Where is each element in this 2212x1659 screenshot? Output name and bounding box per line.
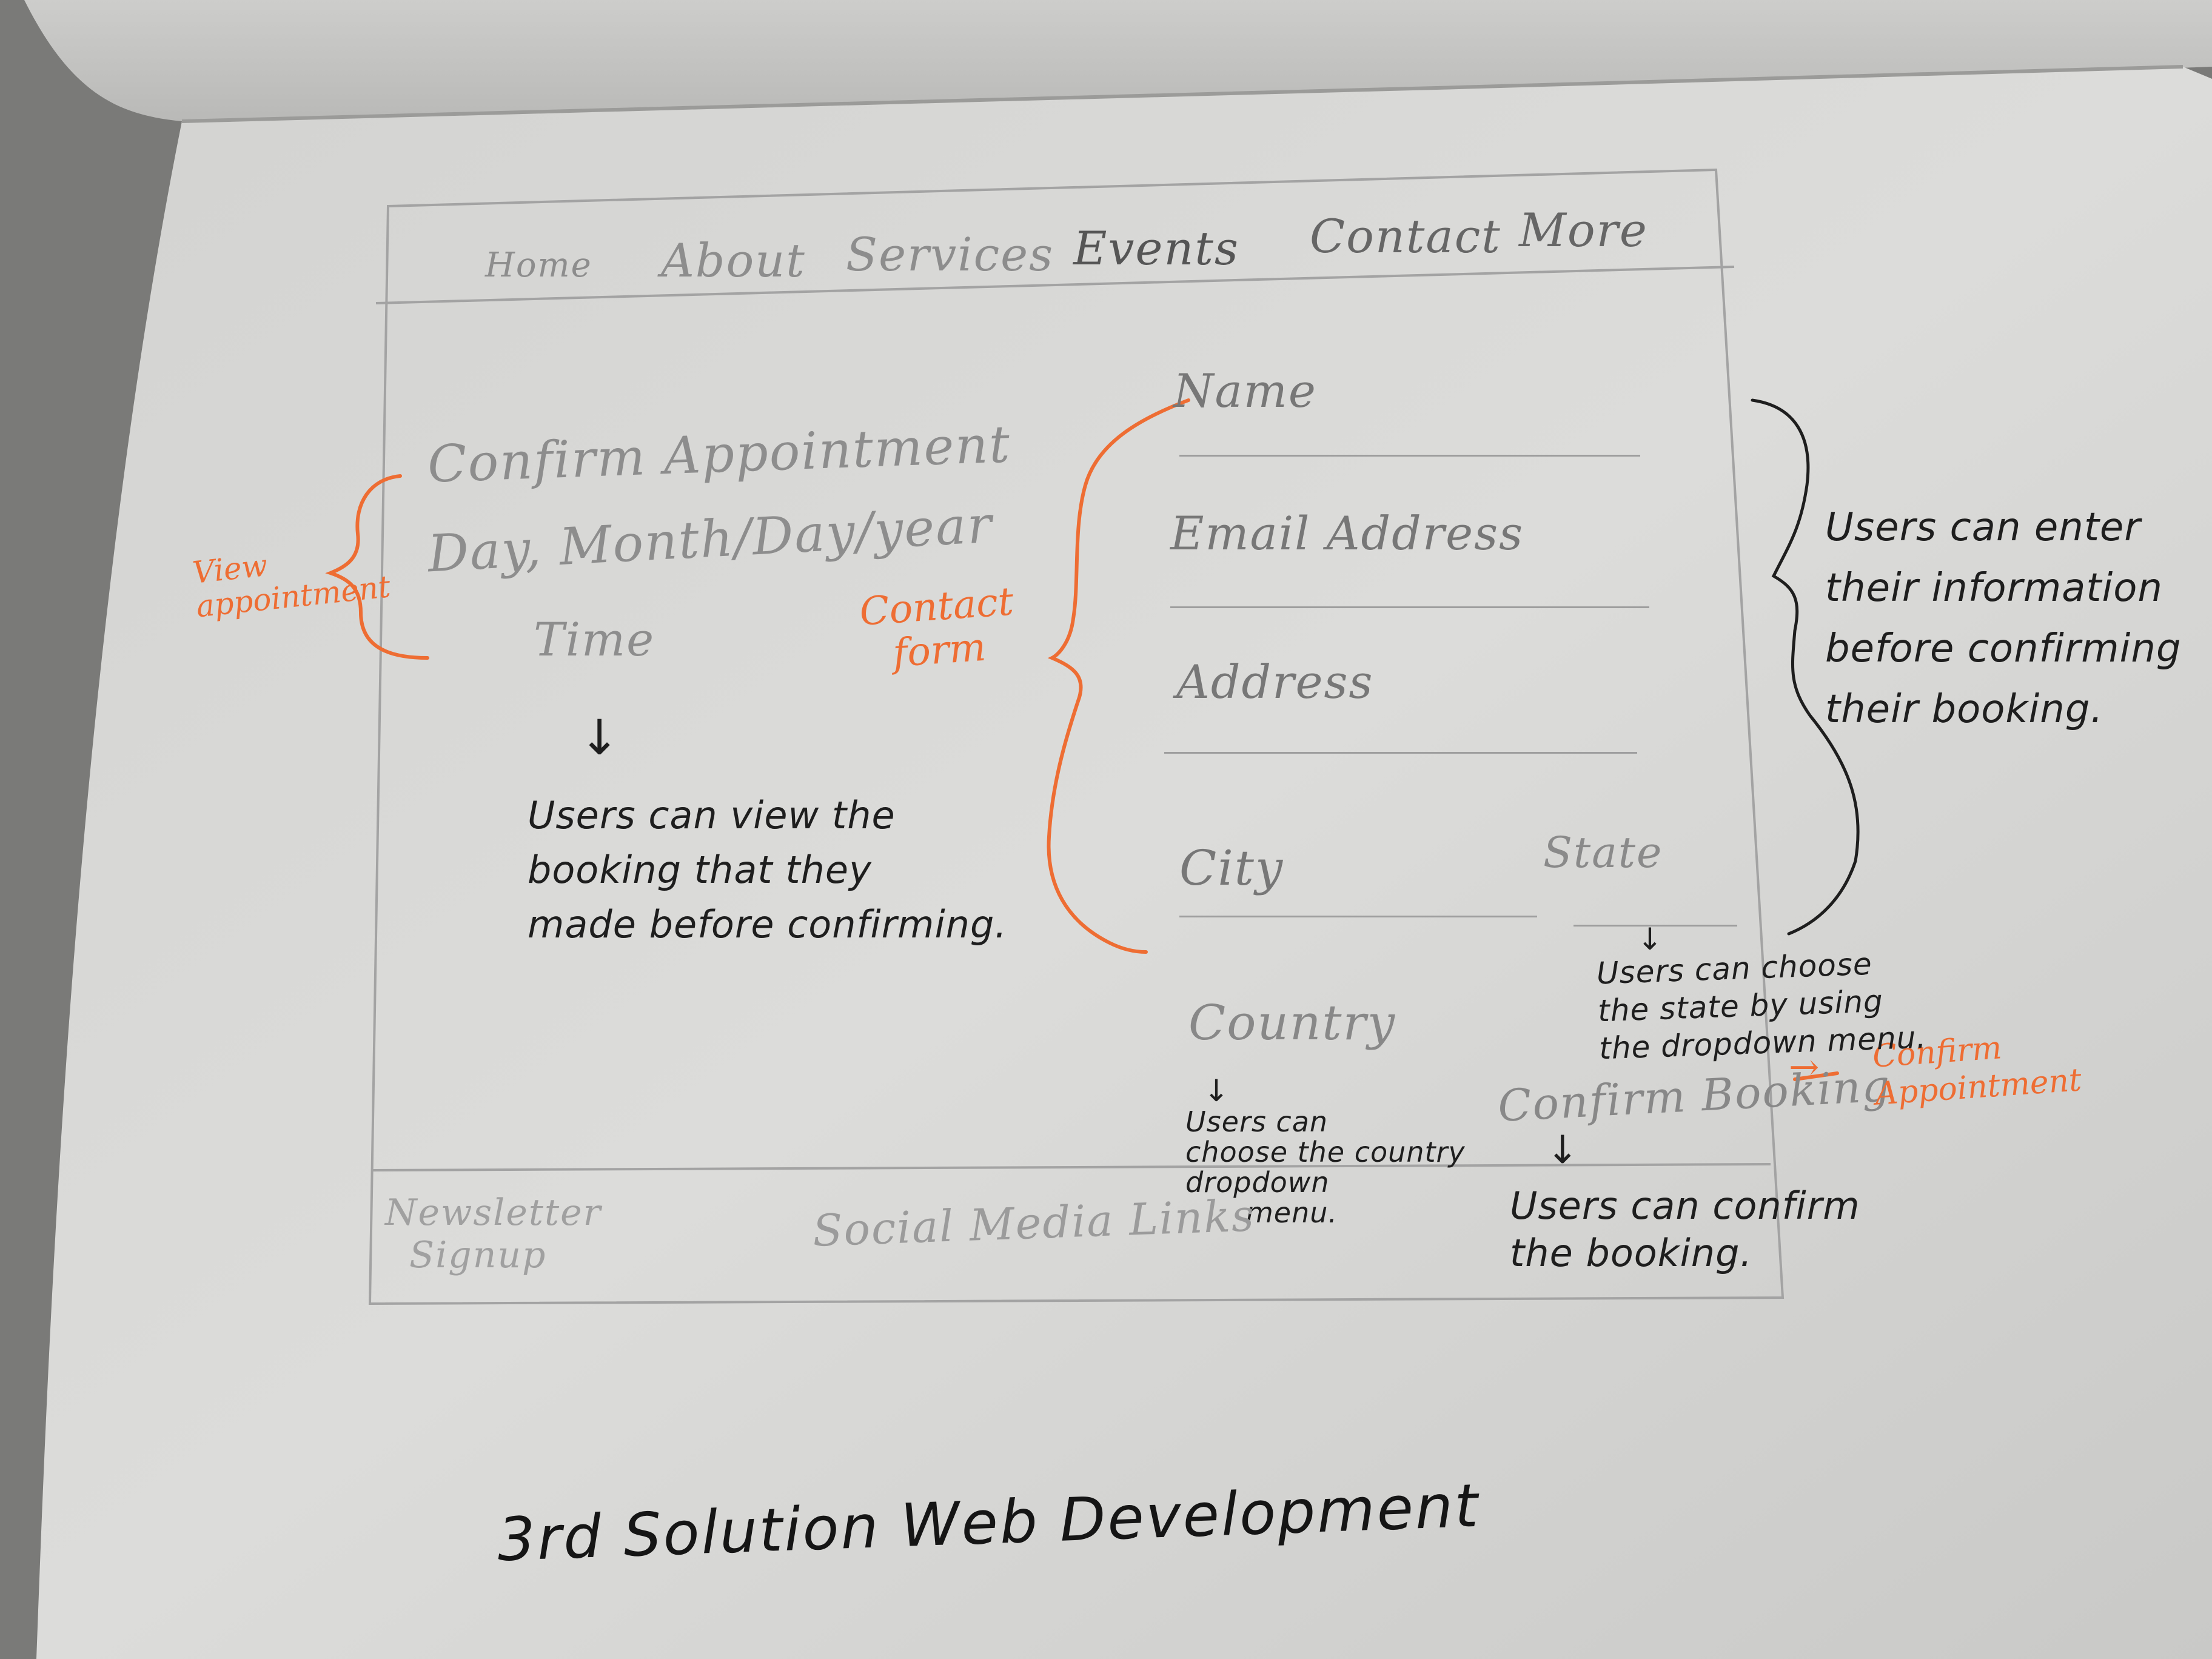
note-line: Users can enter: [1825, 505, 2141, 550]
note-line: Users can view the: [528, 793, 896, 837]
down-arrow-icon: ↓: [579, 709, 621, 766]
note-line: their booking.: [1825, 687, 2103, 732]
email-label: Email Address: [1170, 506, 1524, 560]
note-line: the booking.: [1510, 1231, 1753, 1275]
confirm-note: Users can confirm the booking.: [1510, 1182, 1860, 1277]
nav-home[interactable]: Home: [485, 246, 592, 285]
address-field[interactable]: [1164, 752, 1637, 754]
nav-about[interactable]: About: [661, 233, 806, 287]
nav-services[interactable]: Services: [846, 227, 1054, 281]
right-arrow-icon: →: [1789, 1046, 1820, 1088]
note-line: choose the country: [1185, 1136, 1466, 1168]
note-line: booking that they: [528, 848, 872, 892]
contact-form-label: Contact form: [858, 579, 1018, 677]
city-field[interactable]: [1179, 916, 1537, 917]
down-arrow-icon: ↓: [1637, 922, 1663, 957]
state-label: State: [1543, 828, 1663, 877]
state-note: Users can choose the state by using the …: [1596, 943, 1927, 1068]
nav-more[interactable]: More: [1519, 203, 1648, 257]
note-line: their information: [1825, 566, 2163, 611]
appointment-note: Users can view the booking that they mad…: [528, 788, 1007, 952]
note-line: before confirming: [1825, 626, 2182, 671]
down-arrow-icon: ↓: [1204, 1073, 1230, 1108]
appointment-time: Time: [534, 612, 655, 666]
note-line: Users can: [1185, 1105, 1329, 1138]
nav-events[interactable]: Events: [1073, 221, 1239, 275]
newsletter-line: Signup: [409, 1234, 547, 1276]
newsletter-signup[interactable]: Newsletter Signup: [385, 1191, 602, 1276]
note-line: Users can confirm: [1510, 1184, 1860, 1228]
note-line: made before confirming.: [528, 902, 1008, 947]
country-label[interactable]: Country: [1188, 994, 1396, 1051]
down-arrow-icon: ↓: [1546, 1128, 1580, 1173]
email-field[interactable]: [1170, 606, 1649, 608]
note-line: menu.: [1246, 1196, 1338, 1229]
nav-contact[interactable]: Contact: [1310, 209, 1501, 263]
address-label: Address: [1176, 655, 1374, 709]
newsletter-line: Newsletter: [385, 1191, 602, 1234]
contact-form-note: Users can enter their information before…: [1825, 497, 2182, 740]
note-line: dropdown: [1185, 1166, 1330, 1199]
state-dropdown[interactable]: [1574, 925, 1737, 927]
country-note: Users can choose the country dropdown me…: [1185, 1107, 1466, 1228]
city-label: City: [1179, 840, 1284, 896]
name-label: Name: [1173, 364, 1317, 418]
name-field[interactable]: [1179, 455, 1640, 457]
